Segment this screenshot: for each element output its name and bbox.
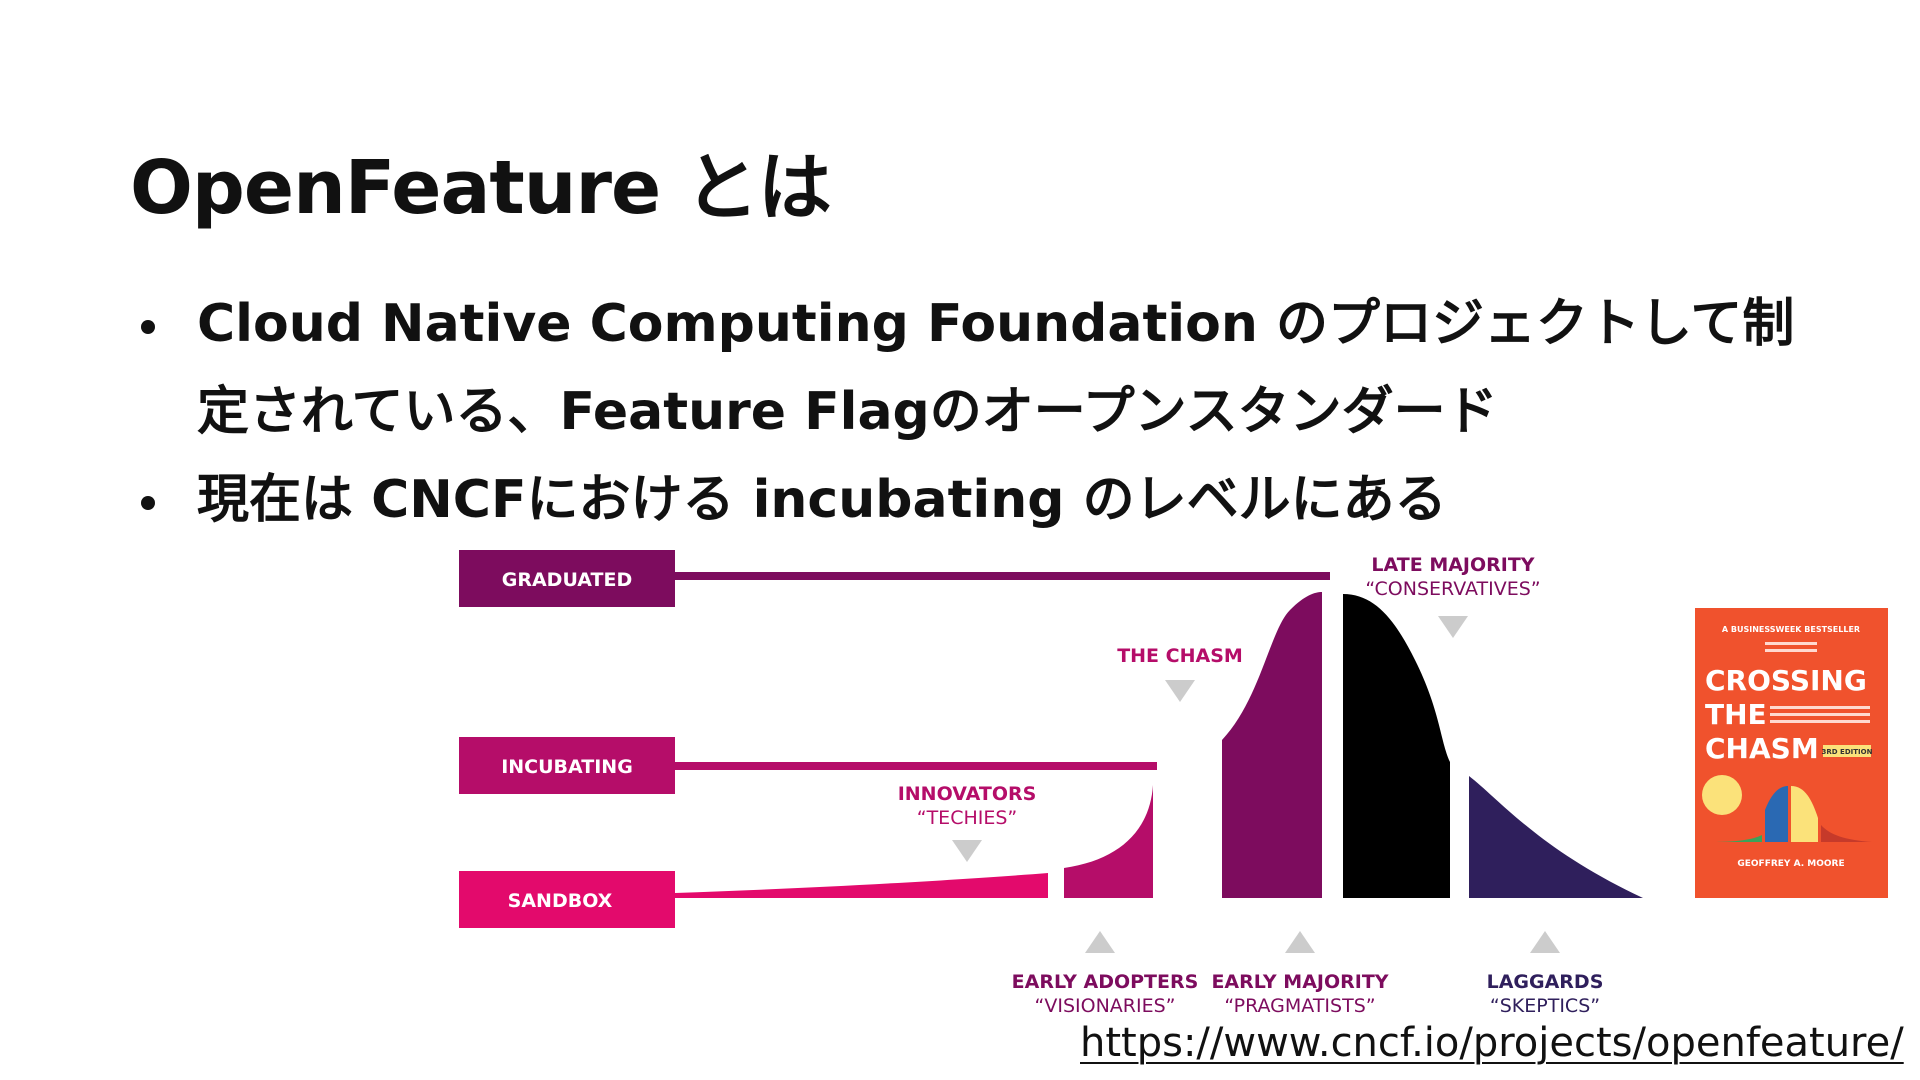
curve-laggards <box>1469 776 1643 898</box>
slide-title: OpenFeature とは <box>130 145 832 231</box>
stage-label-graduated: GRADUATED <box>502 569 633 591</box>
book-curve-blue <box>1765 786 1788 842</box>
arrow-up-icon <box>1285 931 1315 953</box>
book-subtitle-line <box>1770 713 1870 716</box>
label-the-chasm: THE CHASM <box>1117 645 1243 667</box>
book-curve-yellow <box>1791 786 1818 842</box>
book-curve-red <box>1821 825 1872 842</box>
label-early-adopters: EARLY ADOPTERS <box>1012 971 1199 993</box>
label-early-majority: EARLY MAJORITY <box>1211 971 1388 993</box>
arrow-down-icon <box>1165 680 1195 702</box>
book-tagline: A BUSINESSWEEK BESTSELLER <box>1722 625 1860 634</box>
book-cover: A BUSINESSWEEK BESTSELLER CROSSING THE C… <box>1695 608 1888 898</box>
book-blurb-line <box>1765 642 1817 645</box>
book-title-line-2: THE <box>1705 698 1767 731</box>
bullet-text: 現在は CNCFにおける incubating のレベルにある <box>197 470 1447 530</box>
arrow-down-icon <box>1438 616 1468 638</box>
stage-box-graduated <box>459 550 675 607</box>
sublabel-early-majority: “PRAGMATISTS” <box>1224 995 1375 1017</box>
book-title-line-3: CHASM <box>1705 732 1819 765</box>
bullet-text: Cloud Native Computing Foundation のプロジェク… <box>197 294 1795 442</box>
arrow-up-icon <box>1085 931 1115 953</box>
source-link[interactable]: https://www.cncf.io/projects/openfeature… <box>1080 1020 1904 1066</box>
stage-line-incubating <box>675 762 1157 770</box>
curve-early-adopters <box>1064 785 1153 898</box>
stage-box-sandbox <box>459 871 675 928</box>
bullet-item: Cloud Native Computing Foundation のプロジェク… <box>135 280 1835 456</box>
bullet-dot <box>141 320 155 334</box>
label-laggards: LAGGARDS <box>1487 971 1604 993</box>
book-author: GEOFFREY A. MOORE <box>1737 859 1844 869</box>
sublabel-laggards: “SKEPTICS” <box>1490 995 1600 1017</box>
stage-box-incubating <box>459 737 675 794</box>
book-edition-badge <box>1823 745 1871 757</box>
bullet-item: 現在は CNCFにおける incubating のレベルにある <box>135 456 1835 544</box>
book-title-line-1: CROSSING <box>1705 664 1867 697</box>
stage-label-sandbox: SANDBOX <box>508 890 613 912</box>
curve-innovators <box>675 873 1048 898</box>
arrow-up-icon <box>1530 931 1560 953</box>
bullet-list: Cloud Native Computing Foundation のプロジェク… <box>135 280 1835 544</box>
book-sticker <box>1702 775 1742 815</box>
stage-label-incubating: INCUBATING <box>501 756 633 778</box>
curve-early-majority <box>1222 592 1322 898</box>
book-subtitle-line <box>1770 720 1870 723</box>
bullet-dot <box>141 496 155 510</box>
book-edition: 3RD EDITION <box>1822 748 1873 756</box>
book-curve-green <box>1712 835 1762 842</box>
sublabel-innovators: “TECHIES” <box>917 807 1018 829</box>
label-innovators: INNOVATORS <box>898 783 1037 805</box>
curve-late-majority <box>1343 594 1450 898</box>
arrow-down-icon <box>952 840 982 862</box>
label-late-majority: LATE MAJORITY <box>1371 554 1534 576</box>
book-subtitle-line <box>1770 706 1870 709</box>
stage-line-graduated <box>675 572 1330 580</box>
book-blurb-line <box>1765 649 1817 652</box>
sublabel-late-majority: “CONSERVATIVES” <box>1365 578 1540 600</box>
sublabel-early-adopters: “VISIONARIES” <box>1035 995 1176 1017</box>
